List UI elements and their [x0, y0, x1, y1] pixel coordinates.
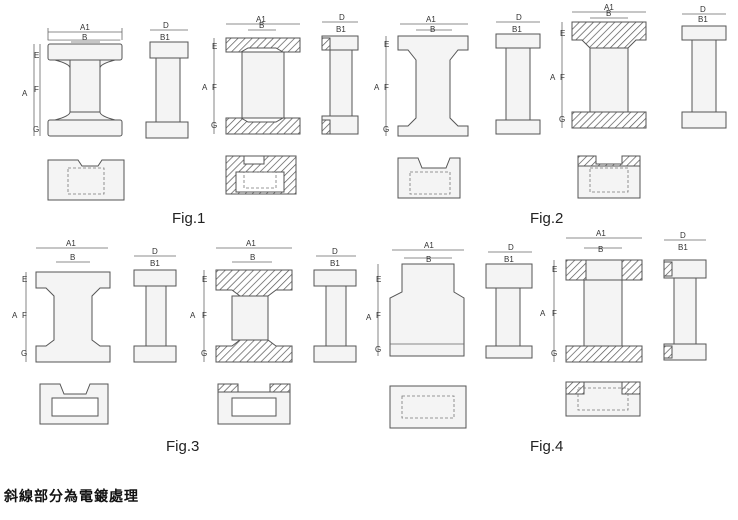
dim-e-label: E [552, 265, 557, 274]
dim-b1-label: B1 [160, 33, 170, 42]
dim-a-label: A [202, 83, 208, 92]
fig2-plated-front-view: A1 B A E F G [550, 3, 646, 128]
fig3-plated-bottom-view [218, 384, 290, 424]
dim-b1-label: B1 [330, 259, 340, 268]
dim-g-label: G [33, 125, 39, 134]
fig1-plated-bottom-view [226, 156, 296, 194]
dim-b1-label: B1 [678, 243, 688, 252]
dim-b1-label: B1 [698, 15, 708, 24]
fig1-caption: Fig.1 [172, 210, 205, 227]
dim-e-label: E [560, 29, 565, 38]
dim-a-label: A [190, 311, 196, 320]
dim-b-label: B [606, 9, 611, 18]
dim-b1-label: B1 [150, 259, 160, 268]
dim-a-label: A [374, 83, 380, 92]
dim-f-label: F [384, 83, 389, 92]
dim-e-label: E [212, 42, 217, 51]
dim-d-label: D [508, 243, 514, 252]
dim-b-label: B [430, 25, 435, 34]
dim-a-label: A [12, 311, 18, 320]
fig2-bottom-view [398, 158, 460, 198]
fig1-side-view: D B1 [146, 21, 188, 138]
dim-a1-label: A1 [80, 23, 90, 32]
fig1-bottom-view [48, 160, 124, 200]
dim-f-label: F [212, 83, 217, 92]
dim-a-label: A [22, 89, 28, 98]
dim-f-label: F [376, 311, 381, 320]
dim-e-label: E [376, 275, 381, 284]
dim-b1-label: B1 [336, 25, 346, 34]
dim-e-label: E [22, 275, 27, 284]
fig4-front-view: A1 B A E F G [366, 241, 464, 356]
fig3-side-view: D B1 [134, 247, 176, 362]
fig4-plated-bottom-view [566, 382, 640, 416]
fig3-plated-front-view: A1 B A E F G [190, 239, 292, 362]
fig2-plated-bottom-view [578, 156, 640, 198]
dim-f-label: F [552, 309, 557, 318]
fig4-side-view: D B1 [486, 243, 532, 358]
dim-f-label: F [560, 73, 565, 82]
dim-d-label: D [332, 247, 338, 256]
plating-note: 斜線部分為電鍍處理 [4, 486, 139, 506]
fig4-plated-front-view: A1 B A E F G [540, 229, 642, 362]
fig1-front-view: A1 B A E F G [22, 23, 122, 136]
dim-e-label: E [384, 40, 389, 49]
dim-d-label: D [516, 13, 522, 22]
fig4-caption: Fig.4 [530, 438, 563, 455]
dim-d-label: D [163, 21, 169, 30]
dim-a-label: A [540, 309, 546, 318]
dim-d-label: D [700, 5, 706, 14]
fig2-front-view: A1 B A E F G [374, 15, 468, 136]
dim-d-label: D [680, 231, 686, 240]
dim-a1-label: A1 [596, 229, 606, 238]
dim-a-label: A [550, 73, 556, 82]
dim-g-label: G [21, 349, 27, 358]
dim-g-label: G [551, 349, 557, 358]
dim-b-label: B [70, 253, 75, 262]
dim-g-label: G [201, 349, 207, 358]
dim-d-label: D [152, 247, 158, 256]
dim-a1-label: A1 [66, 239, 76, 248]
dim-b1-label: B1 [512, 25, 522, 34]
dim-f-label: F [202, 311, 207, 320]
dim-f-label: F [22, 311, 27, 320]
dim-g-label: G [375, 345, 381, 354]
fig3-plated-side-view: D B1 [314, 247, 356, 362]
fig1-plated-front-view: A1 B A E F G [202, 15, 300, 134]
dim-f-label: F [34, 85, 39, 94]
dim-b1-label: B1 [504, 255, 514, 264]
fig4-bottom-view [390, 386, 466, 428]
fig2-plated-side-view: D B1 [682, 5, 726, 128]
fig3-caption: Fig.3 [166, 438, 199, 455]
fig3-front-view: A1 B A E F G [12, 239, 110, 362]
dim-a1-label: A1 [426, 15, 436, 24]
fig3-bottom-view [40, 384, 108, 424]
dim-a1-label: A1 [246, 239, 256, 248]
dim-e-label: E [34, 51, 39, 60]
dim-b-label: B [259, 21, 264, 30]
dim-b-label: B [598, 245, 603, 254]
fig2-caption: Fig.2 [530, 210, 563, 227]
dim-a-label: A [366, 313, 372, 322]
dim-b-label: B [82, 33, 87, 42]
dim-b-label: B [250, 253, 255, 262]
dim-d-label: D [339, 13, 345, 22]
fig1-plated-side-view: D B1 [322, 13, 358, 134]
dim-e-label: E [202, 275, 207, 284]
dim-g-label: G [559, 115, 565, 124]
dim-a1-label: A1 [424, 241, 434, 250]
fig2-side-view: D B1 [496, 13, 540, 134]
dim-g-label: G [383, 125, 389, 134]
fig4-plated-side-view: D B1 [664, 231, 706, 360]
dim-b-label: B [426, 255, 431, 264]
dim-g-label: G [211, 121, 217, 130]
